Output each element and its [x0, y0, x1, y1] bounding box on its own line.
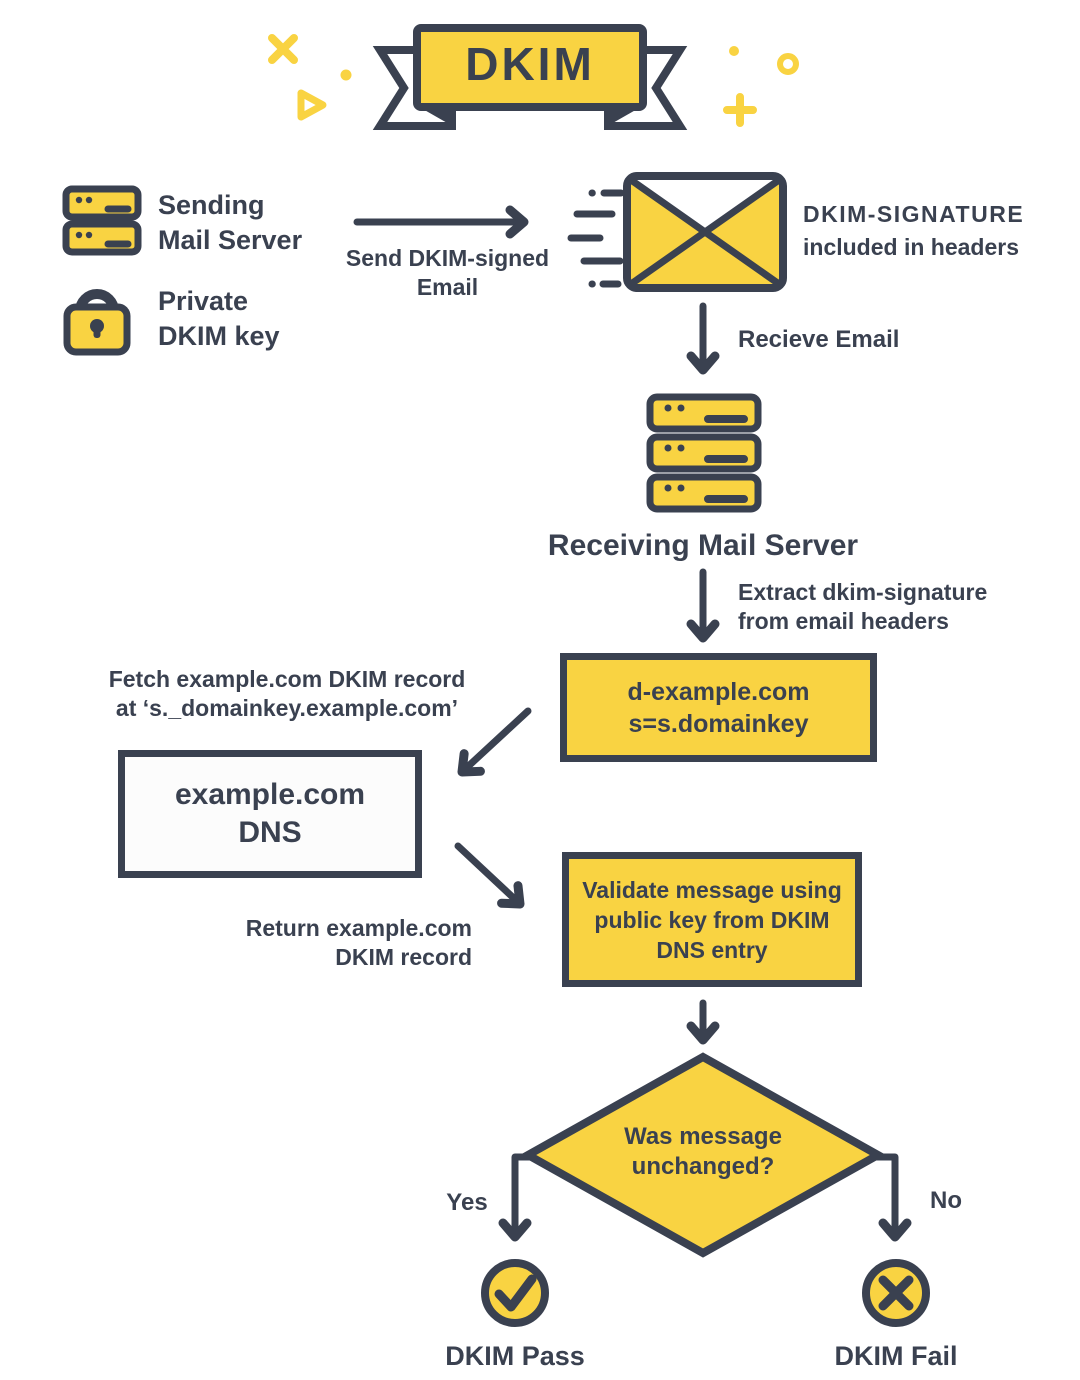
fail-label: DKIM Fail	[834, 1341, 958, 1371]
validate-box-line2: public key from DKIM	[594, 906, 830, 933]
dns-box-line2: DNS	[238, 816, 302, 849]
check-circle-icon	[481, 1259, 549, 1327]
receiving-server-stack-icon	[646, 393, 762, 513]
signature-note-line1: DKIM-SIGNATURE	[803, 201, 1025, 227]
branch-yes-arrow	[498, 1153, 537, 1242]
banner-title: DKIM	[465, 38, 595, 90]
fetch-note-line2: at ‘s._domainkey.example.com’	[115, 695, 459, 721]
dot-sparkle-icon	[340, 69, 352, 81]
arrow-return-record	[454, 842, 525, 909]
ring-sparkle-icon	[777, 53, 799, 75]
signature-note-line2: included in headers	[803, 233, 1019, 260]
dns-box-line1: example.com	[174, 778, 366, 811]
send-arrow-label-line2: Email	[416, 274, 479, 300]
extract-note: Extract dkim-signature from email header…	[738, 578, 987, 636]
validate-box-line3: DNS entry	[656, 936, 768, 963]
return-note-line2: DKIM record	[335, 944, 472, 970]
envelope-icon	[567, 172, 787, 292]
dkim-record-box-line2: s=s.domainkey	[628, 709, 809, 738]
dkim-record-box: d-example.com s=s.domainkey	[560, 653, 877, 762]
validate-box-line1: Validate message using	[582, 876, 842, 903]
pass-label: DKIM Pass	[445, 1341, 585, 1371]
triangle-sparkle-icon	[297, 89, 327, 121]
sending-server-label: Sending Mail Server	[158, 188, 302, 258]
decision-label-line2: unchanged?	[631, 1153, 775, 1180]
send-arrow-label-line1: Send DKIM-signed	[345, 245, 550, 271]
fetch-note: Fetch example.com DKIM record at ‘s._dom…	[97, 665, 477, 723]
sending-server-label-line1: Sending	[158, 190, 265, 220]
speed-lines	[567, 189, 625, 288]
receive-arrow-label: Recieve Email	[738, 326, 900, 353]
x-circle-icon	[862, 1259, 930, 1327]
private-key-label-line2: DKIM key	[158, 321, 280, 351]
fetch-note-line1: Fetch example.com DKIM record	[108, 666, 466, 692]
branch-no-arrow	[870, 1153, 912, 1242]
arrow-fetch-record	[457, 707, 532, 777]
decision-label: Was message unchanged?	[553, 1122, 853, 1182]
dot-sparkle-icon	[729, 46, 739, 56]
sparkle-decorations	[268, 34, 799, 127]
banner-ribbon	[372, 24, 688, 130]
plus-sparkle-icon	[723, 93, 757, 127]
private-key-label-line1: Private	[158, 286, 249, 316]
send-arrow-label: Send DKIM-signed Email	[335, 244, 560, 302]
no-label: No	[930, 1187, 962, 1214]
x-icon	[878, 1275, 914, 1311]
extract-note-line2: from email headers	[738, 608, 949, 634]
return-note: Return example.com DKIM record	[222, 914, 472, 972]
decision-label-line1: Was message	[624, 1123, 782, 1150]
dns-box: example.com DNS	[118, 750, 422, 878]
lock-icon	[63, 289, 131, 356]
signature-note: DKIM-SIGNATURE included in headers	[803, 200, 1024, 262]
check-icon	[494, 1274, 537, 1312]
validate-box: Validate message using public key from D…	[562, 852, 862, 987]
private-key-label: Private DKIM key	[158, 284, 280, 354]
sending-server-stack-icon	[62, 185, 142, 256]
yes-label: Yes	[446, 1189, 488, 1216]
return-note-line1: Return example.com	[245, 915, 472, 941]
x-sparkle-icon	[268, 34, 298, 64]
receiving-server-label: Receiving Mail Server	[547, 529, 859, 562]
sending-server-label-line2: Mail Server	[158, 225, 303, 255]
extract-note-line1: Extract dkim-signature	[738, 579, 988, 605]
decision-diamond	[519, 1052, 887, 1258]
dkim-record-box-line1: d-example.com	[627, 677, 810, 706]
